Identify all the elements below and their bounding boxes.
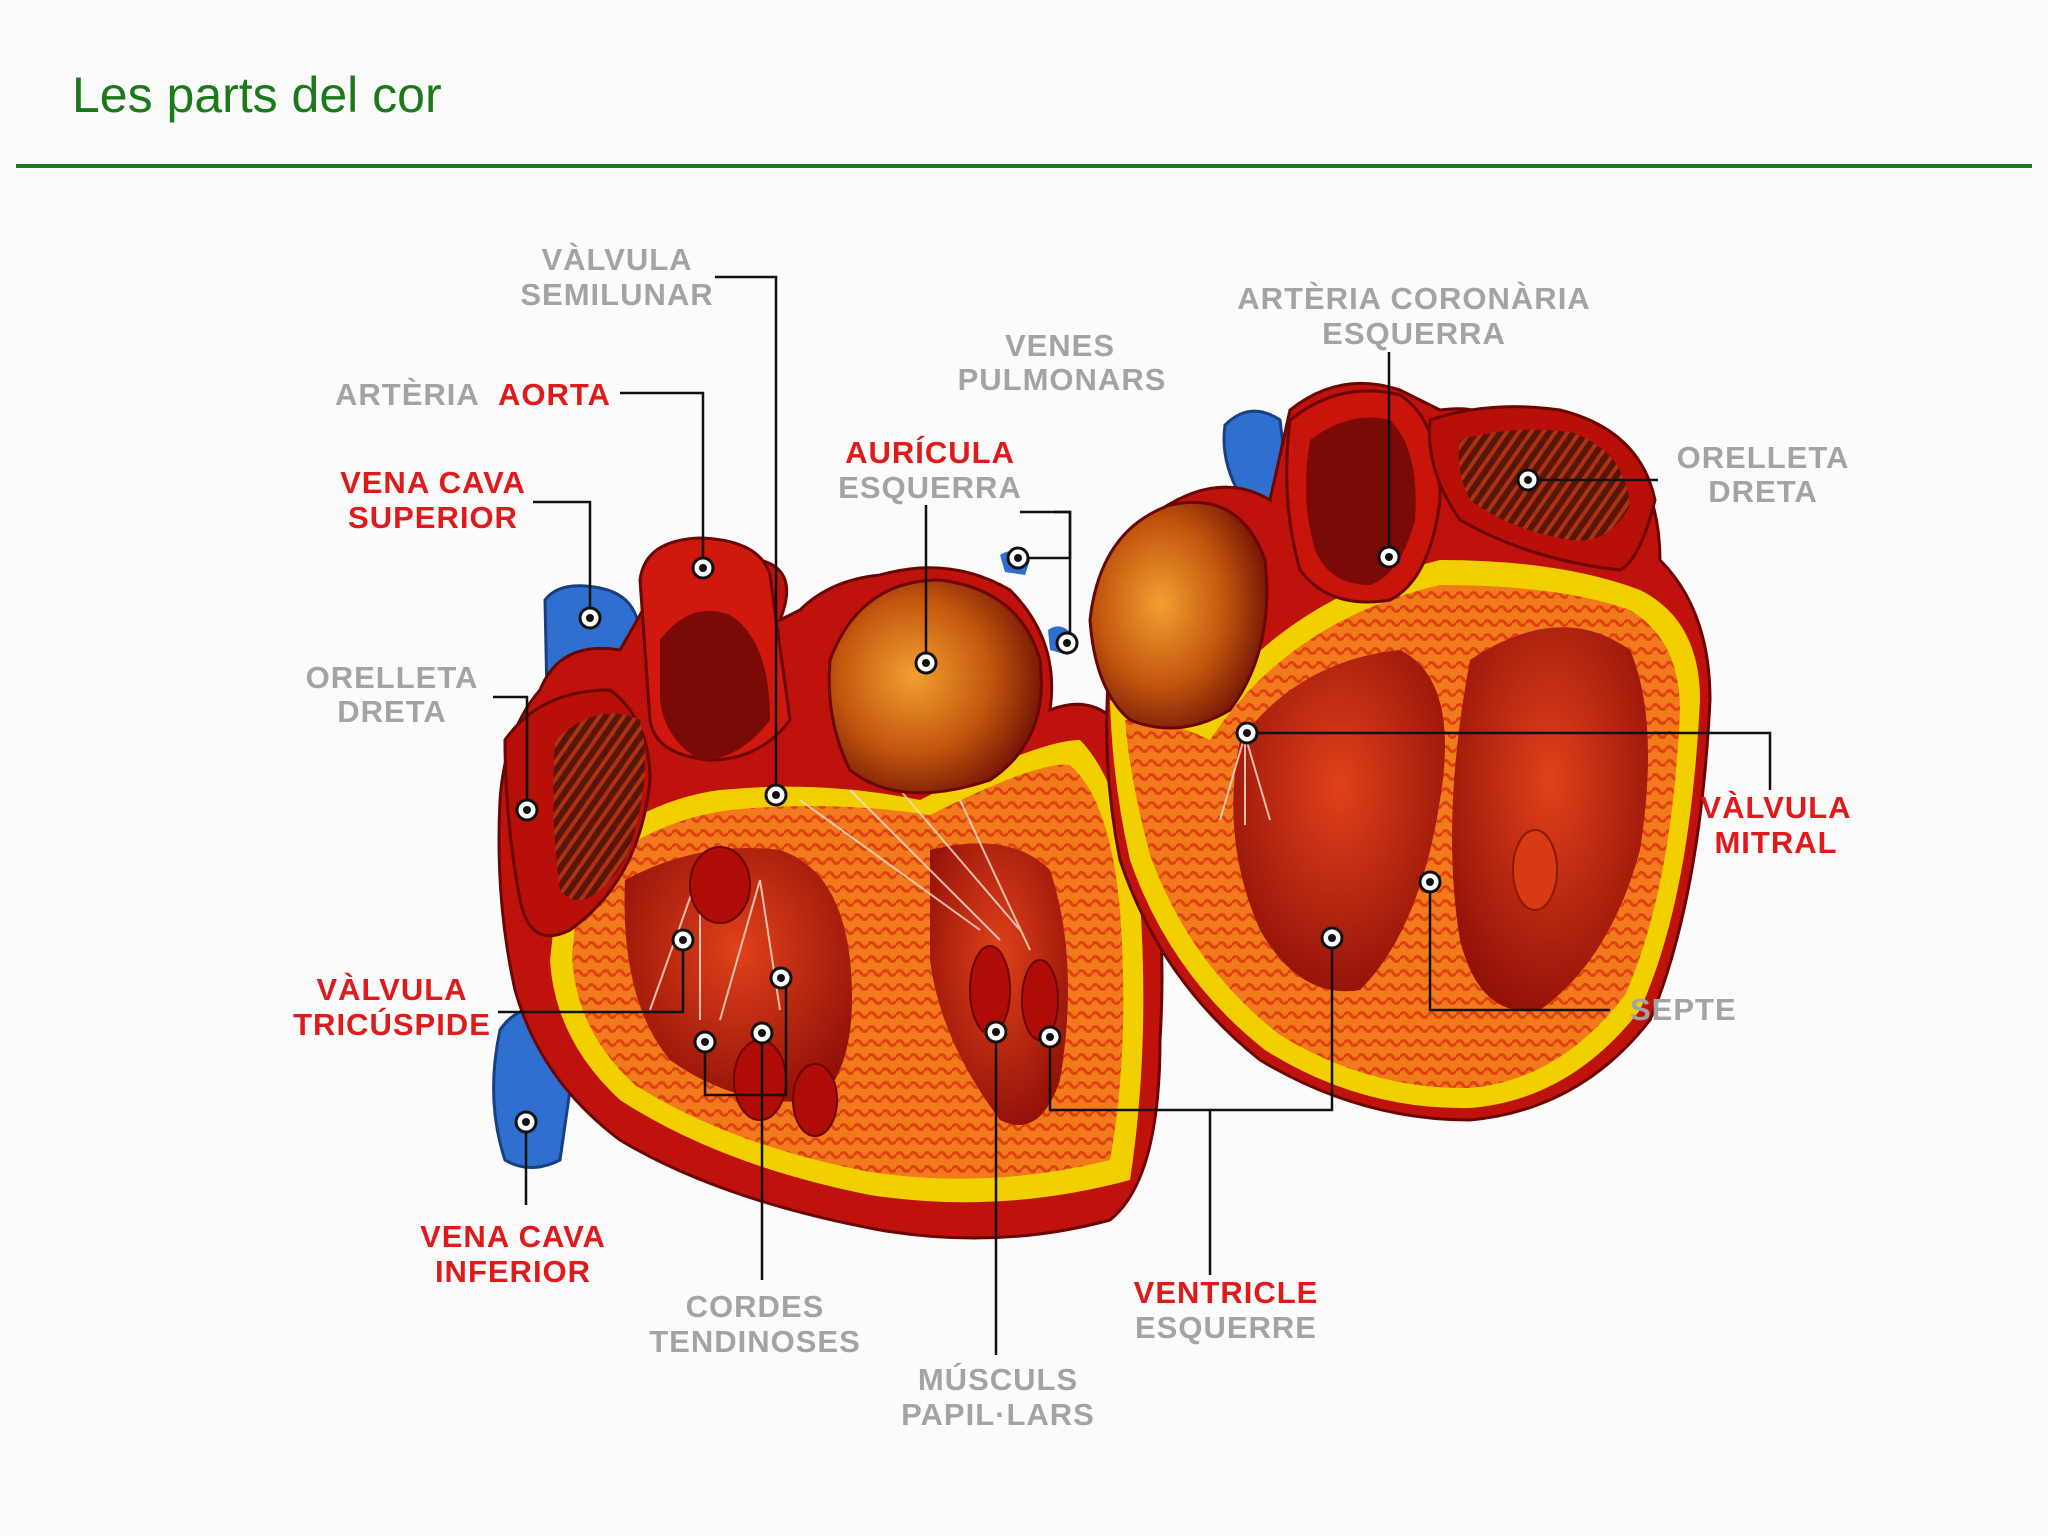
- marker-dot: [1320, 926, 1344, 950]
- label-vena-cava-inferior-1: VENA CAVA: [420, 1219, 606, 1254]
- label-arteria-coronaria-esquerra-1: ARTÈRIA CORONÀRIA: [1237, 281, 1590, 316]
- title-divider: [16, 164, 2032, 168]
- aorta-interior: [660, 610, 770, 760]
- label-vena-cava-superior-1: VENA CAVA: [340, 465, 526, 500]
- label-valvula-tricuspide-2: TRICÚSPIDE: [293, 1006, 491, 1042]
- label-aorta: AORTA: [498, 377, 611, 412]
- marker-dot: [693, 1030, 717, 1054]
- marker-dot: [914, 651, 938, 675]
- label-ventricle-esquerre-1: VENTRICLE: [1134, 1275, 1319, 1310]
- marker-dot: [515, 798, 539, 822]
- label-arteria: ARTÈRIA: [335, 377, 480, 412]
- marker-dot: [1377, 545, 1401, 569]
- marker-dot: [1006, 546, 1030, 570]
- label-musculs-papillars-1: MÚSCULS: [918, 1361, 1078, 1397]
- label-auricula-esquerra-1: AURÍCULA: [845, 435, 1015, 470]
- label-orelleta-dreta-right-2: DRETA: [1708, 474, 1817, 509]
- label-venes-pulmonars-2: PULMONARS: [958, 362, 1167, 397]
- marker-dot: [1055, 631, 1079, 655]
- right-atrium-shape: [1088, 500, 1269, 730]
- right-left-ventricle-cavity: [1233, 650, 1445, 992]
- label-arteria-coronaria-esquerra-2: ESQUERRA: [1322, 316, 1506, 351]
- right-auricle-interior: [553, 713, 645, 900]
- labels: VÀLVULA SEMILUNAR ARTÈRIA AORTA VENA CAV…: [293, 242, 1851, 1432]
- right-ventricle-cavity: [624, 848, 852, 1102]
- label-ventricle-esquerre-2: ESQUERRE: [1135, 1310, 1317, 1345]
- label-valvula-semilunar-2: SEMILUNAR: [520, 277, 713, 312]
- label-cordes-tendinoses-2: TENDINOSES: [649, 1324, 861, 1359]
- label-valvula-tricuspide-1: VÀLVULA: [316, 972, 467, 1007]
- label-orelleta-dreta-left-2: DRETA: [337, 694, 446, 729]
- label-vena-cava-inferior-2: INFERIOR: [435, 1254, 591, 1289]
- marker-dot: [671, 928, 695, 952]
- label-vena-cava-superior-2: SUPERIOR: [348, 500, 518, 535]
- label-musculs-papillars-2: PAPIL·LARS: [901, 1397, 1095, 1432]
- marker-dot: [1516, 468, 1540, 492]
- right-chordae-lines: [1219, 734, 1271, 825]
- marker-dot: [1235, 721, 1259, 745]
- label-auricula-esquerra-2: ESQUERRA: [838, 470, 1022, 505]
- papillary-muscles: [689, 846, 1059, 1137]
- label-septe: SEPTE: [1630, 992, 1737, 1027]
- marker-dot: [984, 1020, 1008, 1044]
- marker-dot: [691, 556, 715, 580]
- label-valvula-mitral-1: VÀLVULA: [1700, 790, 1851, 825]
- marker-dot: [514, 1110, 538, 1134]
- page-title: Les parts del cor: [72, 67, 442, 123]
- marker-dot: [750, 1021, 774, 1045]
- leader-lines: [493, 275, 1772, 1355]
- label-orelleta-dreta-right-1: ORELLETA: [1677, 440, 1850, 475]
- marker-dot: [769, 966, 793, 990]
- marker-dots: [514, 468, 1540, 1134]
- right-right-ventricle-cavity: [1452, 627, 1648, 1012]
- right-auricle-right-interior: [1458, 429, 1630, 541]
- label-venes-pulmonars-1: VENES: [1005, 328, 1115, 363]
- label-orelleta-dreta-left-1: ORELLETA: [306, 660, 479, 695]
- left-atrium-shape: [827, 578, 1043, 795]
- label-valvula-mitral-2: MITRAL: [1714, 825, 1837, 860]
- label-valvula-semilunar-1: VÀLVULA: [541, 242, 692, 277]
- marker-dot: [578, 606, 602, 630]
- marker-dot: [1418, 870, 1442, 894]
- label-cordes-tendinoses-1: CORDES: [686, 1289, 825, 1324]
- marker-dot: [1038, 1025, 1062, 1049]
- marker-dot: [764, 783, 788, 807]
- right-papillary-muscle: [1512, 829, 1558, 911]
- right-heart-illustration: [1088, 381, 1712, 1122]
